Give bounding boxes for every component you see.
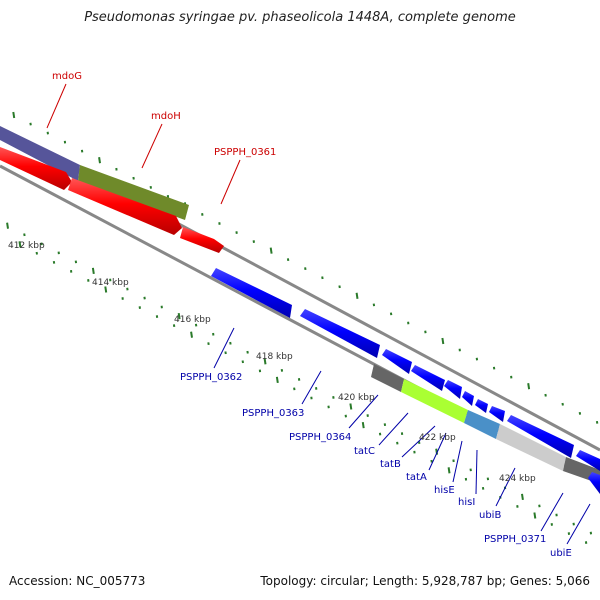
callout-line-tatC [378, 412, 409, 446]
gene-arrow-PSPPH_0363[interactable] [300, 309, 380, 358]
major-tick [527, 383, 531, 390]
major-tick [98, 157, 101, 164]
gene-arrow-ubiE[interactable] [576, 450, 600, 471]
scale-label-418: 418 kbp [256, 352, 293, 362]
gene-arrow-mdoH[interactable] [68, 178, 182, 235]
cog-band-light-gray [496, 424, 566, 471]
gene-arrow-PSPPH_0371[interactable] [507, 415, 574, 458]
cog-band-olive [78, 165, 189, 220]
major-tick [6, 222, 9, 229]
cog-band-steel-blue [464, 410, 500, 439]
gene-arrow-tatC[interactable] [382, 349, 412, 374]
gene-label-hisI[interactable]: hisI [458, 497, 475, 508]
gene-label-mdoG[interactable]: mdoG [52, 71, 82, 82]
callout-line-mdoG [46, 83, 67, 129]
major-tick [533, 512, 537, 519]
scale-label-422: 422 kbp [419, 433, 456, 443]
gene-arrow-tatB[interactable] [411, 365, 445, 391]
gene-label-ubiB[interactable]: ubiB [479, 510, 501, 521]
major-tick [263, 358, 267, 365]
callout-line-hisI [475, 449, 478, 495]
callout-line-PSPPH_0361 [220, 159, 241, 205]
major-tick [441, 337, 445, 345]
callout-line-tatB [401, 425, 436, 458]
gene-label-PSPPH_0361[interactable]: PSPPH_0361 [214, 147, 276, 158]
callout-line-mdoH [141, 123, 163, 169]
callout-line-PSPPH_0363 [301, 370, 322, 405]
gene-arrow-ubiB[interactable] [489, 406, 505, 422]
major-tick [349, 403, 353, 410]
map-title: Pseudomonas syringae pv. phaseolicola 14… [84, 10, 516, 25]
scale-label-412: 412 kbp [8, 241, 45, 251]
gene-arrow-PSPPH_0362[interactable] [211, 268, 292, 318]
callout-line-ubiB [495, 467, 516, 507]
major-tick [447, 467, 451, 474]
gene-arrow-hisI[interactable] [475, 399, 488, 413]
callout-line-PSPPH_0362 [213, 327, 235, 369]
major-tick [275, 376, 279, 384]
major-tick [190, 331, 193, 338]
callout-line-tatA [428, 432, 447, 471]
gene-arrow-PSPPH_0361[interactable] [180, 227, 224, 253]
accession-label: Accession: NC_005773 [9, 574, 146, 588]
major-tick [361, 421, 365, 429]
gene-label-tatC[interactable]: tatC [354, 446, 375, 457]
scale-label-414: 414 kbp [92, 278, 129, 288]
major-tick [355, 292, 359, 299]
gene-label-mdoH[interactable]: mdoH [151, 111, 181, 122]
major-tick [91, 267, 95, 275]
gene-arrow-partial[interactable] [588, 472, 600, 494]
major-tick [104, 286, 108, 293]
callout-line-hisE [452, 440, 463, 483]
gene-label-hisE[interactable]: hisE [434, 485, 455, 496]
topology-summary: Topology: circular; Length: 5,928,787 bp… [260, 574, 590, 588]
gene-label-PSPPH_0364[interactable]: PSPPH_0364 [289, 432, 351, 443]
major-tick [177, 312, 181, 320]
major-tick [269, 247, 273, 254]
cog-band-lime [401, 379, 468, 423]
gene-label-PSPPH_0362[interactable]: PSPPH_0362 [180, 372, 242, 383]
scale-label-424: 424 kbp [499, 474, 536, 484]
gene-arrow-hisE[interactable] [462, 391, 474, 406]
gene-label-ubiE[interactable]: ubiE [550, 548, 572, 559]
major-tick [18, 241, 22, 248]
cog-band-purple [0, 126, 80, 181]
scale-label-420: 420 kbp [338, 393, 375, 403]
gene-label-PSPPH_0363[interactable]: PSPPH_0363 [242, 408, 304, 419]
major-tick [12, 111, 16, 119]
scale-label-416: 416 kbp [174, 315, 211, 325]
cog-band-dark-gray-1 [371, 364, 404, 392]
gene-label-tatB[interactable]: tatB [380, 459, 401, 470]
callout-line-PSPPH_0364 [348, 394, 379, 429]
callout-line-ubiE [566, 503, 591, 545]
gene-arrow-mdoG[interactable] [0, 147, 72, 190]
major-tick [521, 493, 524, 501]
gene-label-tatA[interactable]: tatA [406, 472, 427, 483]
gene-arrow-tatA[interactable] [444, 380, 462, 399]
gene-label-PSPPH_0371[interactable]: PSPPH_0371 [484, 534, 546, 545]
callout-line-PSPPH_0371 [540, 492, 564, 532]
